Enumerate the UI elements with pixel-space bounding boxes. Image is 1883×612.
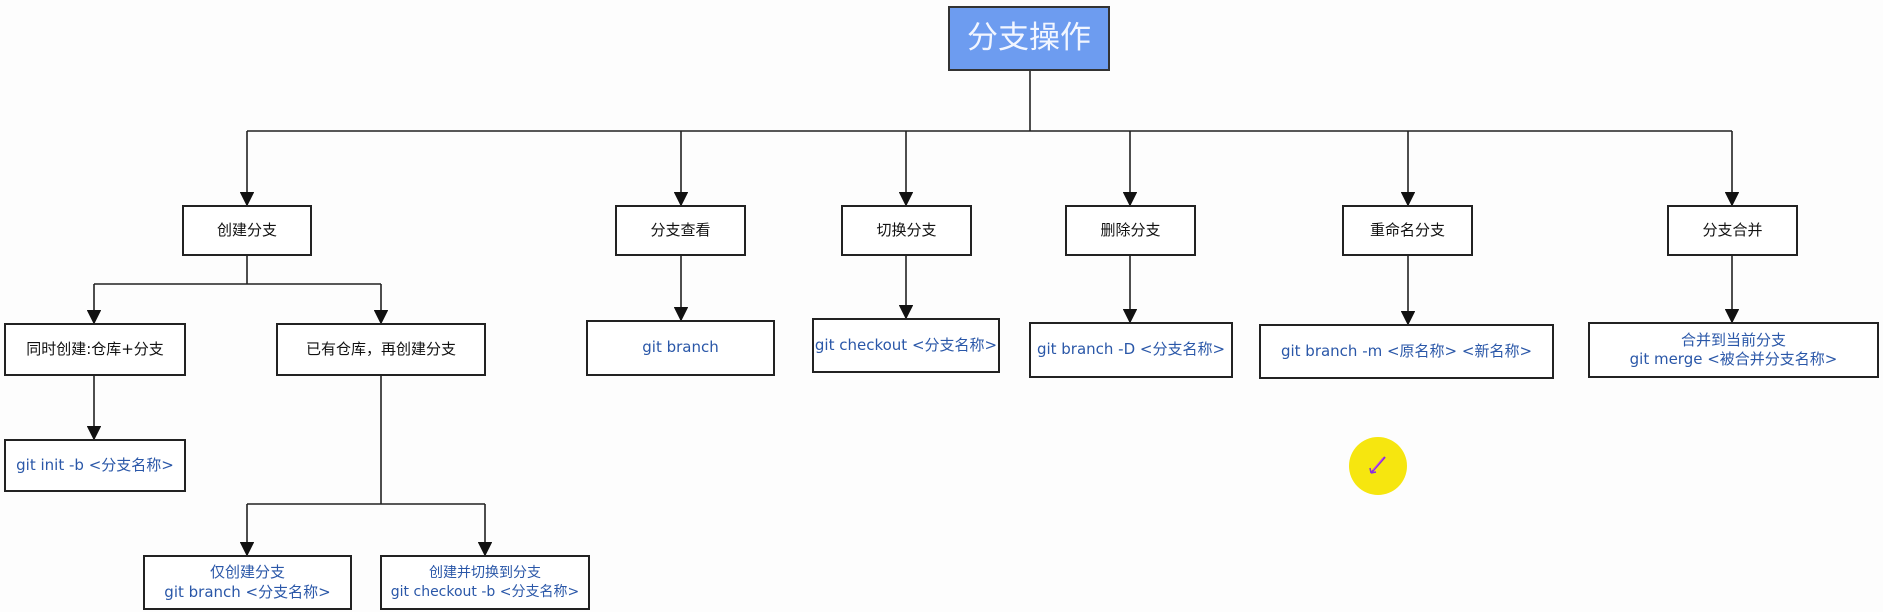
category-delete-branch: 删除分支 xyxy=(1065,205,1196,256)
command-git-init: git init -b <分支名称> xyxy=(4,439,186,492)
root-label: 分支操作 xyxy=(967,20,1091,57)
command-create-and-switch: 创建并切换到分支 git checkout -b <分支名称> xyxy=(380,555,590,610)
command-git-branch-rename: git branch -m <原名称> <新名称> xyxy=(1259,324,1554,379)
pointer-icon xyxy=(1369,456,1386,474)
category-view-branch: 分支查看 xyxy=(615,205,746,256)
category-label: 重命名分支 xyxy=(1369,220,1445,239)
cursor-highlight xyxy=(1349,437,1407,495)
command-text: git branch -m <原名称> <新名称> xyxy=(1280,341,1533,360)
command-git-merge: 合并到当前分支 git merge <被合并分支名称> xyxy=(1588,322,1879,378)
command-text: git checkout -b <分支名称> xyxy=(390,583,580,600)
category-label: 切换分支 xyxy=(876,220,937,239)
node-create-repo-and-branch: 同时创建:仓库+分支 xyxy=(4,323,186,376)
command-git-branch: git branch xyxy=(586,320,775,376)
command-text: git branch <分支名称> xyxy=(164,582,331,601)
command-git-branch-delete: git branch -D <分支名称> xyxy=(1029,322,1233,378)
command-text: git init -b <分支名称> xyxy=(16,455,174,474)
category-label: 创建分支 xyxy=(216,220,277,239)
category-merge-branch: 分支合并 xyxy=(1667,205,1798,256)
node-label: 同时创建:仓库+分支 xyxy=(26,339,164,358)
command-text: git branch xyxy=(642,338,719,357)
category-create-branch: 创建分支 xyxy=(182,205,312,256)
node-existing-repo-create-branch: 已有仓库，再创建分支 xyxy=(276,323,486,376)
command-title: 仅创建分支 xyxy=(209,563,285,581)
category-switch-branch: 切换分支 xyxy=(841,205,972,256)
node-label: 已有仓库，再创建分支 xyxy=(305,339,456,358)
command-text: git merge <被合并分支名称> xyxy=(1629,350,1838,368)
category-label: 分支合并 xyxy=(1702,220,1763,239)
root-node: 分支操作 xyxy=(948,6,1110,71)
command-text: git branch -D <分支名称> xyxy=(1036,340,1226,359)
command-git-checkout: git checkout <分支名称> xyxy=(812,318,1000,373)
category-rename-branch: 重命名分支 xyxy=(1342,205,1473,256)
category-label: 分支查看 xyxy=(650,220,711,239)
command-title: 创建并切换到分支 xyxy=(429,565,541,582)
category-label: 删除分支 xyxy=(1100,220,1161,239)
command-text: git checkout <分支名称> xyxy=(814,335,998,354)
command-title: 合并到当前分支 xyxy=(1680,330,1786,349)
command-only-create-branch: 仅创建分支 git branch <分支名称> xyxy=(143,555,352,610)
